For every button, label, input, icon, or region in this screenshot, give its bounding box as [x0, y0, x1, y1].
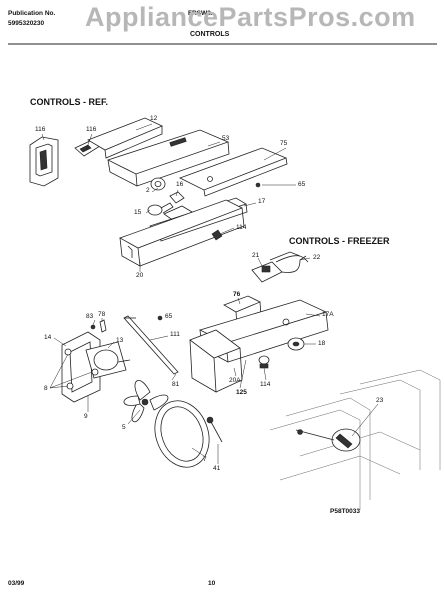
callout-7: 7	[203, 456, 207, 463]
callout-53: 53	[222, 135, 230, 142]
diagram-code: P58T0033	[330, 508, 360, 515]
callout-116: 116	[86, 126, 97, 133]
part-53-control-housing	[106, 129, 230, 187]
part-21-thermostat-freezer	[251, 251, 301, 283]
callout-20a: 20A	[229, 377, 241, 384]
callout-81: 81	[172, 381, 180, 388]
part-116-light-switch-detail	[29, 136, 59, 187]
part-22-capillary	[275, 255, 309, 273]
callout-12: 12	[150, 115, 158, 122]
part-12-light-housing	[87, 117, 163, 159]
callout-13: 13	[116, 337, 124, 344]
callout-14: 14	[44, 334, 52, 341]
callout-21: 21	[252, 252, 260, 259]
callout-5: 5	[122, 424, 126, 431]
part-78-clip	[99, 319, 107, 333]
callout-83: 83	[86, 313, 94, 320]
publication-label: Publication No.	[8, 10, 56, 17]
callout-2: 2	[146, 187, 150, 194]
callout-125: 125	[236, 389, 247, 396]
part-8-grommets	[64, 348, 99, 390]
callout-114-freezer: 114	[260, 381, 271, 388]
callout-65-freezer: 65	[165, 313, 173, 320]
part-20-mount-panel	[119, 199, 245, 267]
callout-18: 18	[318, 340, 326, 347]
footer-date: 03/99	[8, 580, 25, 587]
callout-8: 8	[44, 385, 48, 392]
part-5-fan-blade	[123, 380, 169, 423]
page-title: CONTROLS	[190, 31, 230, 38]
page-number: 10	[208, 580, 216, 587]
part-116-switch	[74, 139, 101, 157]
callout-9: 9	[84, 413, 88, 420]
part-114-sensor-ref	[211, 229, 223, 241]
part-83-screw	[90, 324, 96, 330]
watermark-logo: AppliancePartsPros.com	[85, 2, 416, 32]
callout-78: 78	[98, 311, 106, 318]
cabinet-outline	[269, 369, 441, 510]
callout-15: 15	[134, 209, 142, 216]
model-number: FRSW2...	[188, 10, 217, 17]
part-20a-mount-panel-freezer	[189, 329, 243, 393]
callout-20: 20	[136, 272, 144, 279]
part-18-knob-freezer	[287, 337, 305, 351]
callout-114-ref: 114	[236, 224, 247, 231]
part-2-knob	[150, 177, 166, 191]
part-16-lamp-socket	[169, 191, 185, 204]
callout-65-ref: 65	[298, 181, 306, 188]
part-15-lamp	[147, 202, 174, 216]
callout-116-detail: 116	[35, 126, 46, 133]
callout-76: 76	[233, 291, 241, 298]
part-65-screw-ref	[255, 182, 261, 188]
callout-23: 23	[376, 397, 384, 404]
section-title-ref: CONTROLS - REF.	[30, 97, 108, 107]
publication-number: 5995320230	[8, 20, 45, 27]
callout-16: 16	[176, 181, 184, 188]
part-23-damper-control	[295, 428, 361, 452]
callout-leaders	[41, 123, 379, 464]
callout-75: 75	[280, 140, 288, 147]
callout-17: 17	[258, 198, 266, 205]
callout-22: 22	[313, 254, 321, 261]
callout-41: 41	[213, 465, 221, 472]
part-114-sensor-freezer	[258, 355, 270, 369]
part-111-rod	[123, 315, 179, 375]
part-75-cover	[178, 147, 288, 197]
part-41-screw	[206, 416, 223, 443]
section-title-freezer: CONTROLS - FREEZER	[289, 236, 390, 246]
callout-17a: 17A	[322, 311, 334, 318]
callout-111: 111	[170, 331, 180, 338]
